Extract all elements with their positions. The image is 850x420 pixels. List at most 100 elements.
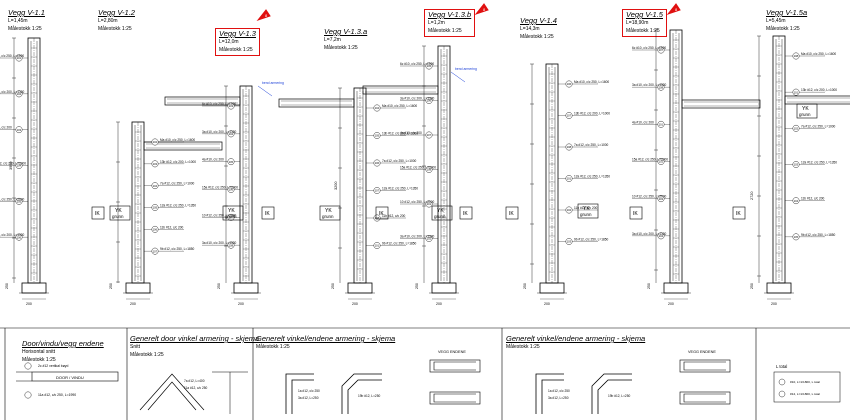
- bar-bubble-number: 105: [17, 200, 22, 204]
- bar-callout-text: 3a #10, c/c 200, L=1330: [400, 235, 435, 239]
- bar-bubble-number: 101: [567, 177, 572, 181]
- u-bar: [433, 393, 476, 403]
- bar-bubble-number: 103: [229, 104, 234, 108]
- wall-1: 2502001016c #10, c/c 250, L=19901023a #1…: [0, 37, 49, 306]
- bar-bubble: [657, 46, 665, 54]
- grunn-label: grunn: [112, 214, 124, 219]
- bar-callout-text: 3a #10, c/c 200, L=1330: [0, 233, 25, 237]
- bar-bubble: [565, 206, 573, 214]
- yk-grunn-box: [109, 205, 131, 221]
- bar-bubble-number: 107: [427, 133, 432, 137]
- bottom-bar-text: 1a #12, c/c 250: [548, 389, 570, 393]
- bar-callout-text: 6c #10, c/c 250, L=1990: [202, 102, 236, 106]
- base-dimension-label: 250: [331, 283, 335, 289]
- wall-scale: Målestokk 1:25: [766, 26, 800, 32]
- bar-bubble-number: 102: [427, 237, 432, 241]
- bottom-title-4: Generelt vinkel/endene armering - skjema…: [506, 334, 646, 351]
- bar-bubble-number: 105: [153, 206, 158, 210]
- bar-bubble: [373, 242, 381, 249]
- bar-bubble-number: 105: [229, 160, 234, 164]
- corner-bar: [347, 379, 382, 414]
- u-bar: [683, 361, 726, 371]
- bar-bubble: [373, 187, 381, 194]
- height-dimension-label: 3200: [334, 182, 338, 190]
- bar-bubble: [227, 102, 235, 110]
- yk-label: YK: [802, 106, 809, 112]
- bar-bubble: [792, 197, 800, 205]
- bar-bubble: [792, 161, 800, 168]
- u-bar: [433, 361, 476, 371]
- bar-bubble: [425, 62, 433, 70]
- footing: [125, 282, 151, 294]
- bar-bubble-number: 105: [375, 134, 380, 138]
- bar-bubble-number: 102: [659, 160, 664, 164]
- bar-bubble-number: 106: [153, 228, 158, 232]
- bar-bubble-number: 104: [794, 199, 799, 203]
- bar-bubble: [425, 235, 433, 242]
- bar-bubble-number: 107: [659, 48, 664, 52]
- wall-length: L=12,0m: [219, 39, 239, 45]
- wall-scale: Målestokk 1:25: [324, 45, 358, 51]
- bar-bubble-number: 104: [153, 184, 158, 188]
- bottom-title-3: Generelt vinkel/endene armering - skjema…: [256, 334, 396, 351]
- bar-callout-text: 13b #12, c/c 200, L=1000: [160, 160, 196, 164]
- bar-bubble-number: 101: [427, 202, 432, 206]
- bar-callout-text: 6c #10, c/c 250, L=1990: [632, 46, 666, 50]
- bar-callout-text: 9b #12, c/c 250, L=1850: [160, 247, 195, 251]
- ik-box: [732, 206, 746, 220]
- bar-callout-text: 12a #12, c/c 250, L=1350: [801, 161, 837, 165]
- bar-bubble: [657, 195, 665, 203]
- corner-bar: [341, 373, 382, 414]
- bar-bubble: [373, 132, 381, 139]
- angle-bar: [139, 373, 205, 411]
- wall-scale: Målestokk 1:25: [219, 47, 253, 53]
- base-dimension-label: 250: [523, 283, 527, 289]
- bar-callout-text: 7a #12, c/c 250, L=1000: [801, 124, 836, 128]
- bar-bubble: [425, 166, 433, 173]
- bar-callout-text: 7a #12, c/c 250, L=1000: [382, 159, 417, 163]
- wall-end-outline: [679, 391, 731, 405]
- bar-bubble: [792, 124, 800, 132]
- width-dimension-label: 200: [130, 302, 136, 306]
- bar-bubble-number: 104: [375, 106, 380, 110]
- bar-callout-text: 12a #12, c/c 250, L=1350: [382, 187, 418, 191]
- legend-row: #12, L=1/1800, L total: [790, 392, 820, 396]
- ik-box: [505, 206, 519, 220]
- bar-bubble-number: 103: [567, 240, 572, 244]
- bar-bubble: [15, 126, 23, 134]
- bar-callout-text: Ma #10, c/c 250, L=1600: [160, 138, 195, 142]
- wall-scale: Målestokk 1:25: [8, 26, 42, 32]
- bar-callout-text: 7a #12, c/c 250, L=1000: [160, 182, 195, 186]
- bar-bubble: [15, 90, 23, 98]
- bar-bubble: [425, 131, 433, 139]
- bar-callout-text: 4a #10, c/c 200: [400, 131, 422, 135]
- bar-bubble-number: 105: [794, 235, 799, 239]
- revision-number: 8: [265, 13, 268, 18]
- bend-note-text: bend armering: [262, 81, 284, 85]
- floor-slab: [784, 95, 850, 105]
- revision-flag-icon: [666, 3, 681, 16]
- floor-slab: [681, 99, 761, 109]
- grunn-label: grunn: [322, 214, 334, 219]
- bottom-bar-text: 11a #12, c/c 250, L=1990: [38, 393, 76, 397]
- bar-bubble: [227, 186, 235, 193]
- legend-bubble: [778, 378, 786, 386]
- footing: [21, 282, 47, 294]
- bar-bubble: [15, 54, 23, 62]
- width-dimension-label: 200: [238, 302, 244, 306]
- bar-bubble-number: 107: [229, 216, 234, 220]
- wall-title: Vegg V-1.1: [8, 8, 45, 17]
- bar-bubble: [151, 138, 159, 146]
- bar-bubble-number: 107: [153, 249, 158, 253]
- wall-length: L=14,3m: [520, 26, 540, 32]
- wall-title: Vegg V-1.4: [520, 16, 557, 25]
- bar-callout-text: 15a #12, c/c 250, L=2000: [400, 166, 436, 170]
- grunn-label: grunn: [225, 214, 237, 219]
- width-dimension-label: 200: [352, 302, 358, 306]
